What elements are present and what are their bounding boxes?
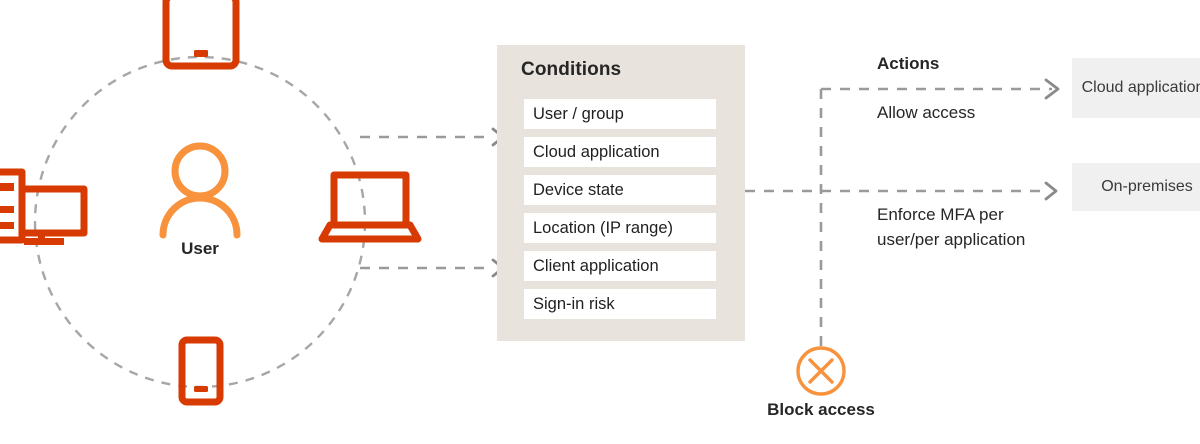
enforce-mfa-label: Enforce MFA per user/per application [877, 205, 1026, 249]
target-cloud-applications[interactable]: Cloud applications [1072, 58, 1200, 118]
user-icon [159, 142, 241, 239]
tablet-icon [162, 0, 240, 70]
condition-item-client-application[interactable]: Client application [524, 251, 716, 281]
connector-devices-to-conditions-bottom [360, 258, 505, 278]
block-access-label: Block access [767, 400, 875, 419]
connector-devices-to-conditions-top [360, 127, 505, 147]
condition-item-device-state[interactable]: Device state [524, 175, 716, 205]
laptop-icon [318, 171, 422, 243]
conditions-title: Conditions [521, 59, 622, 80]
target-on-premises[interactable]: On-premises [1072, 163, 1200, 211]
arrowhead-to-onpremises [1044, 181, 1058, 201]
condition-item-sign-in-risk[interactable]: Sign-in risk [524, 289, 716, 319]
condition-item-user-group[interactable]: User / group [524, 99, 716, 129]
conditions-panel: Conditions User / group Cloud applicatio… [497, 45, 745, 341]
allow-access-label: Allow access [877, 103, 976, 122]
condition-item-cloud-application[interactable]: Cloud application [524, 137, 716, 167]
conditions-list: User / group Cloud application Device st… [524, 99, 716, 319]
condition-item-location-ip-range[interactable]: Location (IP range) [524, 213, 716, 243]
user-label: User [181, 239, 219, 258]
circle-x-icon [796, 346, 846, 396]
desktop-computer-icon [0, 168, 88, 245]
connector-to-cloud-applications [821, 78, 1060, 100]
actions-title: Actions [877, 54, 940, 73]
mobile-phone-icon [178, 336, 224, 406]
